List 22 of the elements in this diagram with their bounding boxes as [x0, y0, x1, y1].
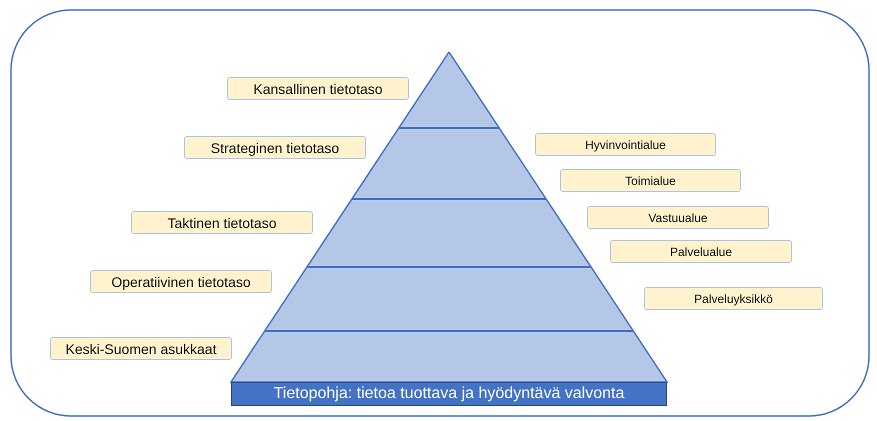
level-label-box — [535, 133, 716, 156]
level-label-box — [610, 240, 792, 263]
label-text: Tietopohja: tietoa tuottava ja hyödyntävä valvonta — [274, 385, 624, 403]
base-bar — [231, 382, 667, 406]
label-text: Toimialue — [625, 174, 676, 188]
label-text: Vastuualue — [648, 210, 708, 224]
level-label-box — [50, 337, 232, 360]
level-label-box — [90, 270, 272, 293]
label-text: Operatiivinen tietotaso — [111, 274, 251, 290]
level-label-box — [587, 206, 769, 229]
level-label-box — [184, 136, 366, 159]
level-label-box — [227, 77, 409, 100]
level-label-box — [560, 169, 741, 192]
label-text: Hyvinvointialue — [585, 138, 666, 152]
label-text: Kansallinen tietotaso — [253, 80, 383, 96]
label-text: Strateginen tietotaso — [210, 140, 340, 156]
label-text: Palveluyksikkö — [694, 292, 773, 306]
level-label-box — [644, 287, 823, 310]
level-label-box — [131, 211, 313, 234]
label-text: Keski-Suomen asukkaat — [66, 340, 216, 356]
label-text: Taktinen tietotaso — [168, 214, 276, 230]
label-text: Palvelualue — [670, 244, 732, 258]
